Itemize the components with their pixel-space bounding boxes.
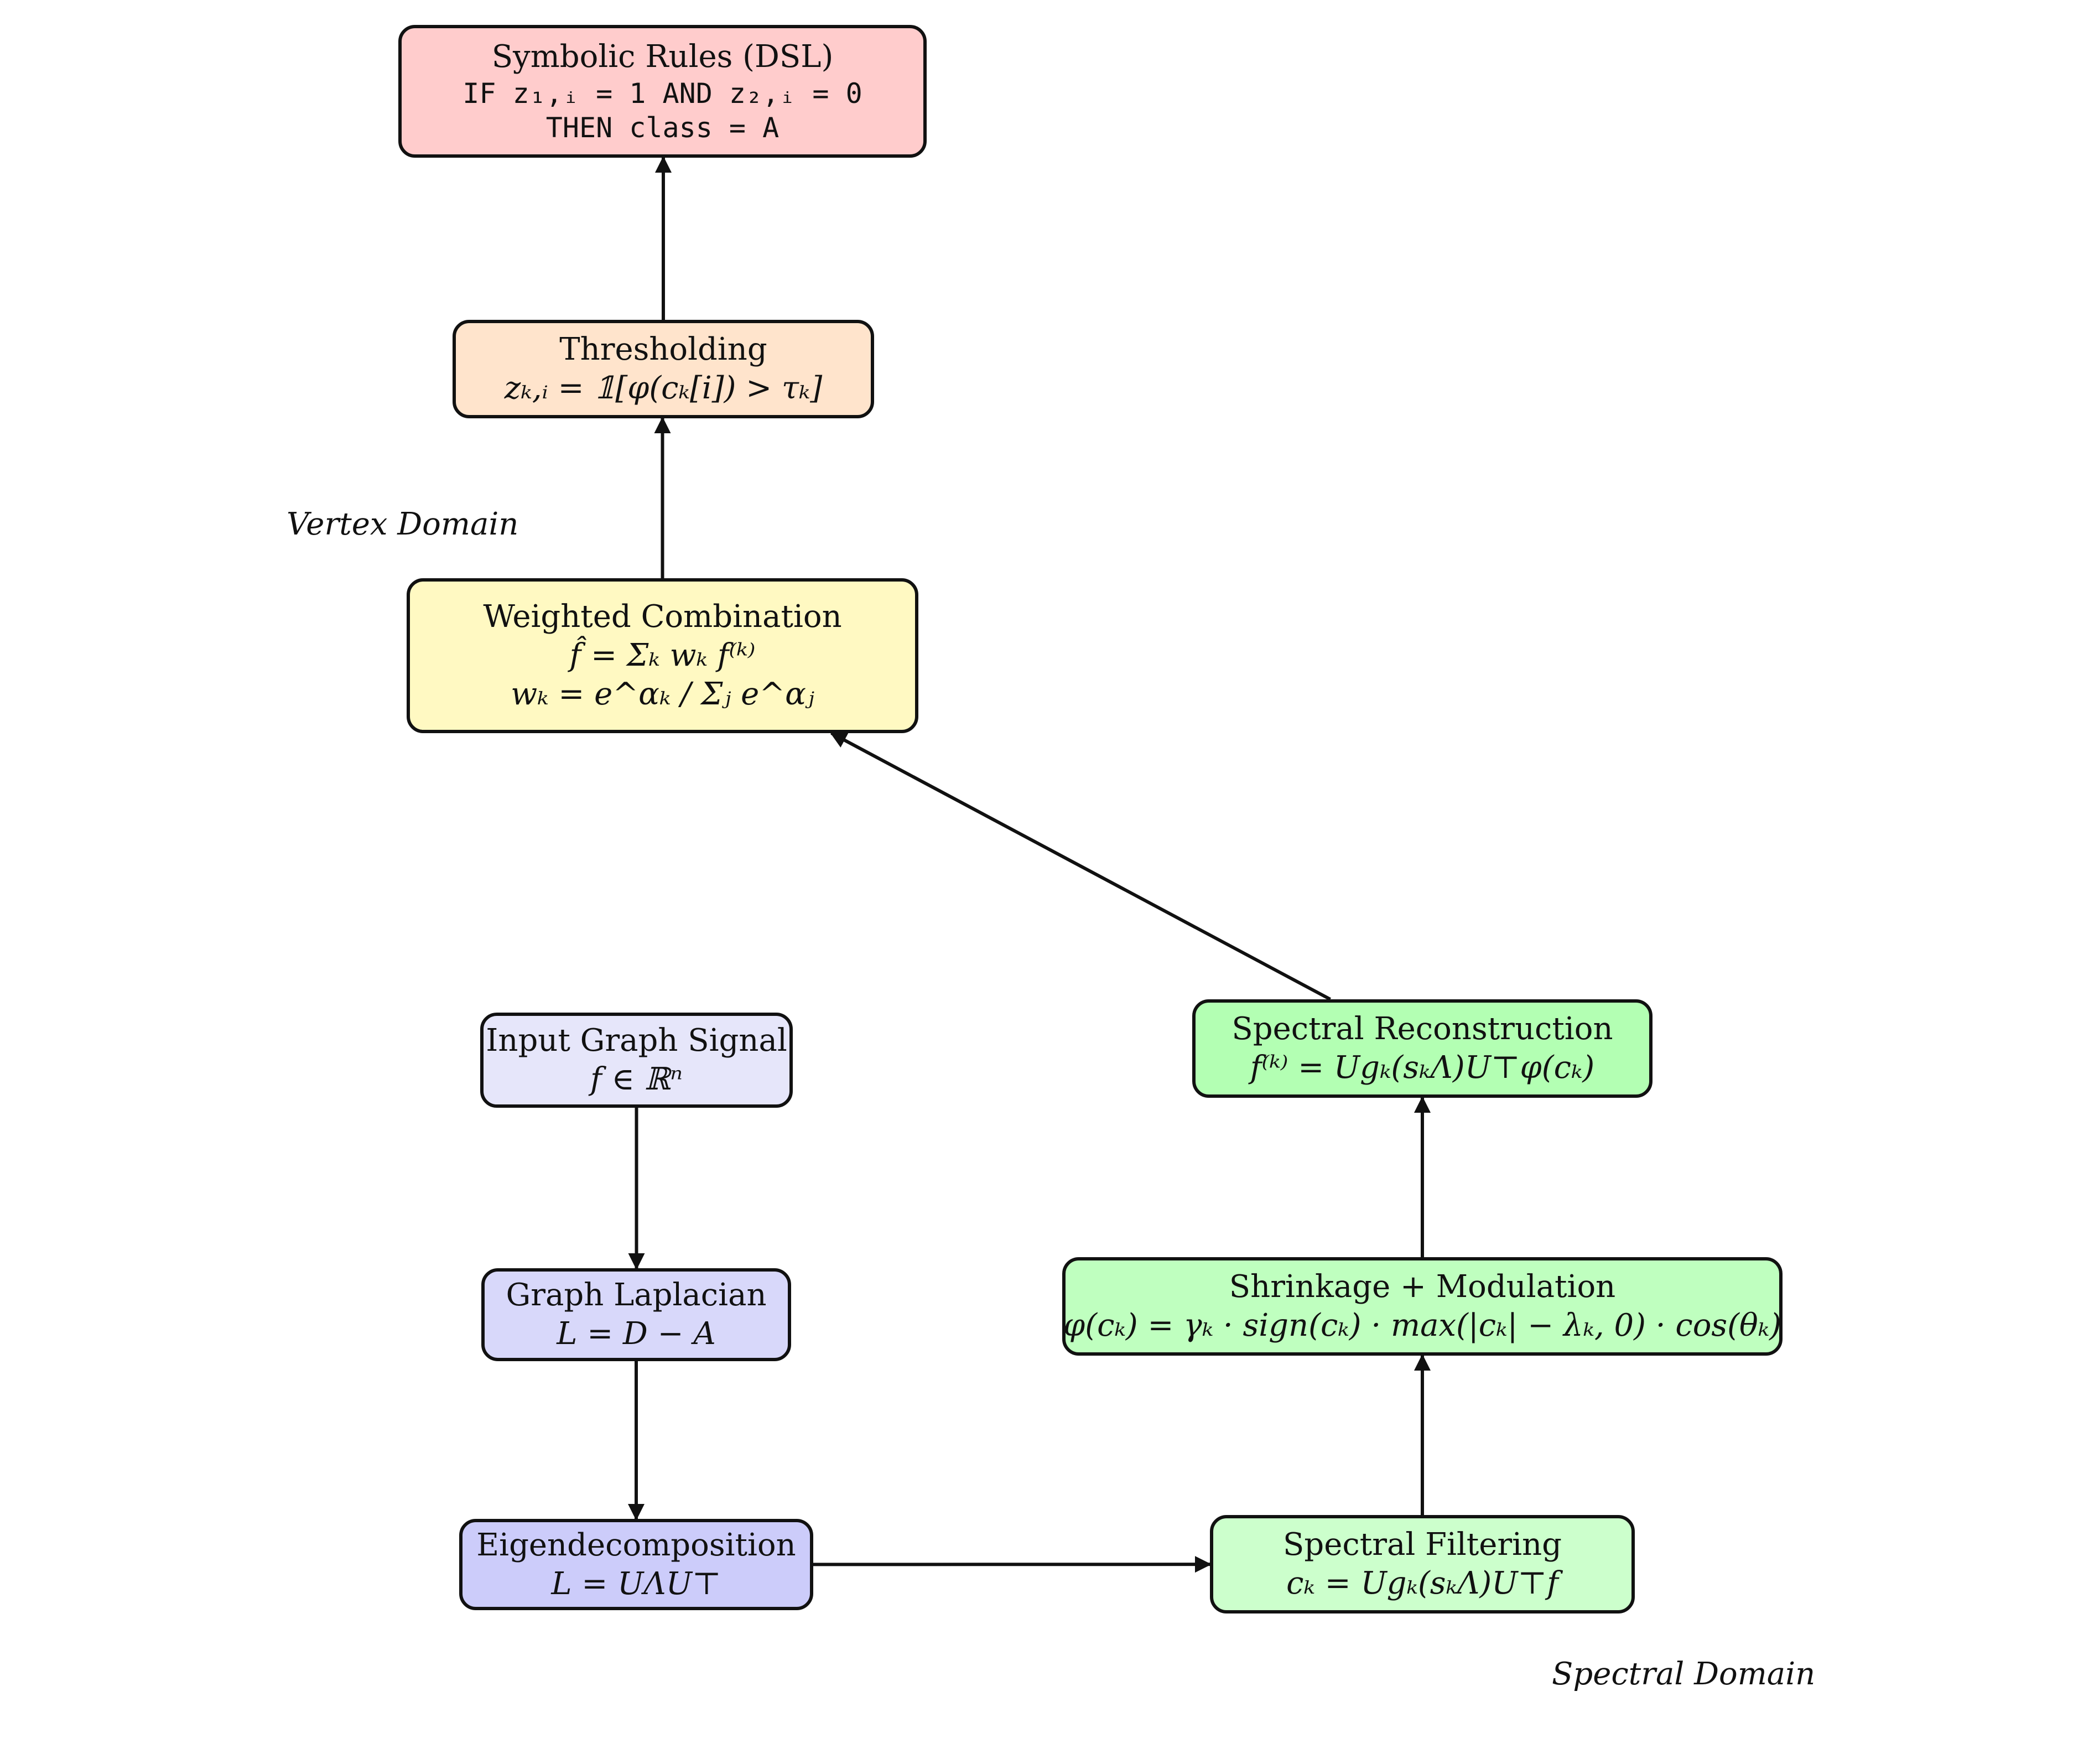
shrinkage-modulation-node: Shrinkage + Modulation φ(cₖ) = γₖ · sign… — [1062, 1257, 1783, 1356]
symbolic-rules-title: Symbolic Rules (DSL) — [491, 38, 834, 75]
graph-laplacian-title: Graph Laplacian — [506, 1277, 767, 1313]
shrinkage-modulation-formula: φ(cₖ) = γₖ · sign(cₖ) · max(|cₖ| − λₖ, 0… — [1063, 1308, 1781, 1343]
input-graph-signal-formula: f ∈ ℝⁿ — [590, 1061, 683, 1097]
vertex-domain-label: Vertex Domain — [287, 506, 519, 542]
symbolic-rules-conclusion: THEN class = A — [545, 112, 780, 144]
spectral-filtering-node: Spectral Filtering cₖ = Ugₖ(sₖΛ)U⊤f — [1210, 1515, 1635, 1613]
weighted-combination-node: Weighted Combination f̂ = Σₖ wₖ f⁽ᵏ⁾ wₖ … — [407, 578, 918, 733]
eigendecomposition-title: Eigendecomposition — [476, 1527, 796, 1563]
thresholding-formula: zₖ,ᵢ = 𝟙[φ(cₖ[i]) > τₖ] — [504, 370, 823, 406]
spectral-filtering-title: Spectral Filtering — [1283, 1527, 1562, 1563]
thresholding-title: Thresholding — [559, 331, 767, 367]
shrinkage-modulation-title: Shrinkage + Modulation — [1229, 1269, 1616, 1305]
weighted-combination-formula: f̂ = Σₖ wₖ f⁽ᵏ⁾ — [569, 637, 756, 673]
spectral-filtering-formula: cₖ = Ugₖ(sₖΛ)U⊤f — [1286, 1565, 1558, 1601]
graph-laplacian-formula: L = D − A — [557, 1316, 716, 1352]
spectral-reconstruction-formula: f⁽ᵏ⁾ = Ugₖ(sₖΛ)U⊤φ(cₖ) — [1250, 1050, 1595, 1086]
spectral-reconstruction-title: Spectral Reconstruction — [1231, 1011, 1613, 1047]
symbolic-rules-condition: IF z₁,ᵢ = 1 AND z₂,ᵢ = 0 — [463, 77, 862, 110]
arrow-spectral_reconstruction-to-weighted_combination — [830, 731, 1332, 1001]
weight-softmax-formula: wₖ = e^αₖ / Σⱼ e^αⱼ — [511, 676, 814, 712]
eigendecomposition-node: Eigendecomposition L = UΛU⊤ — [459, 1519, 813, 1610]
input-graph-signal-title: Input Graph Signal — [486, 1023, 787, 1059]
eigendecomposition-formula: L = UΛU⊤ — [551, 1565, 721, 1602]
thresholding-node: Thresholding zₖ,ᵢ = 𝟙[φ(cₖ[i]) > τₖ] — [453, 320, 874, 418]
graph-laplacian-node: Graph Laplacian L = D − A — [481, 1268, 791, 1361]
input-graph-signal-node: Input Graph Signal f ∈ ℝⁿ — [480, 1013, 793, 1108]
spectral-reconstruction-node: Spectral Reconstruction f⁽ᵏ⁾ = Ugₖ(sₖΛ)U… — [1192, 999, 1653, 1098]
spectral-domain-label: Spectral Domain — [1552, 1656, 1816, 1692]
weighted-combination-title: Weighted Combination — [483, 599, 842, 635]
symbolic-rules-node: Symbolic Rules (DSL) IF z₁,ᵢ = 1 AND z₂,… — [398, 25, 927, 158]
